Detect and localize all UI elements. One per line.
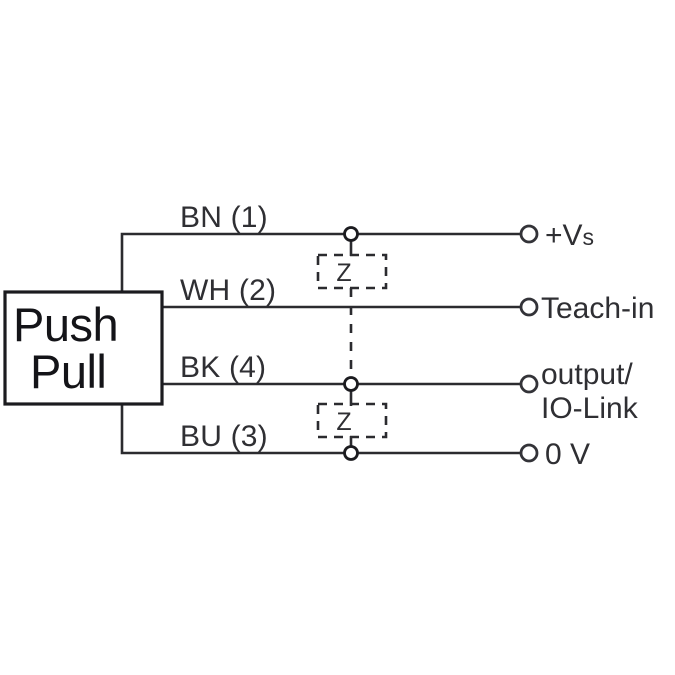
terminal-label-vs: +Vs (545, 219, 594, 252)
module-label-line1: Push (13, 298, 118, 351)
terminal-label-vs-main: +V (545, 219, 583, 252)
terminal-circle-0v[interactable] (519, 443, 539, 463)
terminal-label-iolink: IO-Link (541, 392, 639, 425)
terminal-label-output: output/ (541, 358, 633, 391)
z-top-box (316, 253, 388, 290)
junction-node-bn (343, 226, 359, 242)
wire-bu (120, 401, 526, 455)
z-bottom-box (316, 402, 388, 439)
junction-node-bu (343, 445, 359, 461)
terminal-label-0v: 0 V (545, 438, 590, 471)
module-label-line2: Pull (30, 345, 106, 398)
wire-label-wh: WH (2) (180, 274, 276, 307)
junction-node-bk (343, 376, 359, 392)
terminal-circle-output-iolink[interactable] (519, 374, 539, 394)
push-pull-module-box (3, 290, 164, 406)
terminal-circle-teach-in[interactable] (519, 297, 539, 317)
z-top-label: Z (336, 259, 351, 287)
wire-label-bu: BU (3) (180, 420, 268, 453)
terminal-label-vs-sub: s (583, 224, 595, 250)
z-bottom-label: Z (336, 408, 351, 436)
wire-label-bn: BN (1) (180, 201, 268, 234)
wire-bn (120, 232, 526, 294)
terminal-circle-vs[interactable] (519, 224, 539, 244)
wire-label-bk: BK (4) (180, 351, 266, 384)
terminal-label-teach-in: Teach-in (541, 292, 654, 325)
